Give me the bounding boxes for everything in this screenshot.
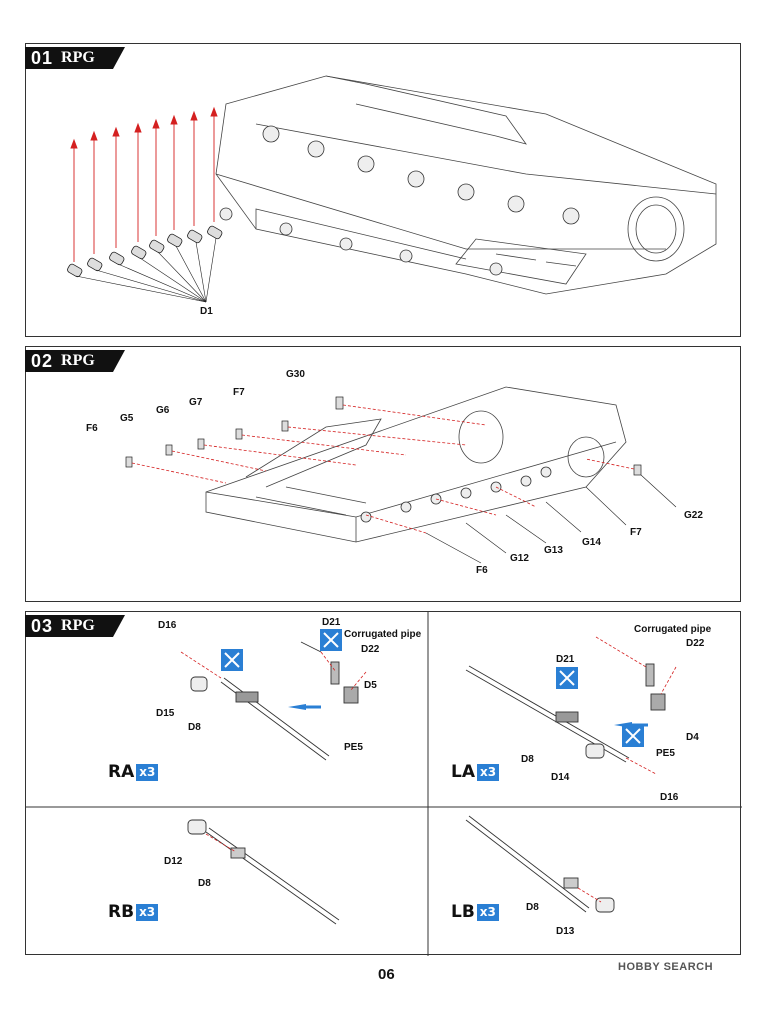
label-f7-top: F7 [233, 387, 245, 398]
label-g14: G14 [582, 537, 601, 548]
step-03-dividers [26, 612, 742, 956]
brand-logo: RPG [61, 617, 95, 634]
la-label-pe5: PE5 [656, 748, 675, 759]
step-03-header: 03 RPG [25, 615, 125, 637]
la-label-pipe: Corrugated pipe [634, 624, 712, 635]
ra-label-pe5: PE5 [344, 742, 363, 753]
rb-label-d8: D8 [198, 878, 211, 889]
ra-label-d15: D15 [156, 708, 175, 719]
rb-title: RB x3 [108, 902, 159, 922]
suspension-arms [219, 125, 580, 276]
la-label-d8: D8 [521, 754, 534, 765]
label-g12: G12 [510, 553, 529, 564]
lb-label-d8: D8 [526, 902, 539, 913]
label-g5: G5 [120, 413, 134, 424]
label-f6-top: F6 [86, 423, 98, 434]
blue-cross-icon [221, 649, 243, 671]
step-02-header: 02 RPG [25, 350, 125, 372]
la-title: LA x3 [451, 762, 500, 782]
ra-label-d16: D16 [158, 620, 177, 631]
brand-logo: RPG [61, 352, 95, 369]
ra-label-pipe: Corrugated pipe [344, 629, 422, 640]
label-d1: D1 [200, 306, 213, 317]
step-01-panel: D1 [25, 43, 741, 337]
lb-title: LB x3 [451, 902, 499, 922]
step-01-header: 01 RPG [25, 47, 125, 69]
blue-cross-icon [556, 667, 578, 689]
label-g22: G22 [684, 510, 703, 521]
brand-logo: RPG [61, 49, 95, 66]
rb-drawing [187, 819, 340, 925]
ra-drawing [190, 641, 359, 761]
step-number: 02 [31, 350, 54, 371]
rb-label-d12: D12 [164, 856, 183, 867]
step-02-hull-drawing [125, 386, 677, 564]
la-title-text: LA [451, 762, 475, 782]
step-02-panel: G30 F7 G7 G6 G5 F6 G22 F7 G14 G13 G12 F6 [25, 346, 741, 602]
ra-label-d8: D8 [188, 722, 201, 733]
label-g7: G7 [189, 397, 203, 408]
blue-cross-icon [320, 629, 342, 651]
la-label-d16: D16 [660, 792, 679, 803]
la-label-d14: D14 [551, 772, 570, 783]
label-g6: G6 [156, 405, 170, 416]
ra-label-d22: D22 [361, 644, 380, 655]
ra-label-d5: D5 [364, 680, 377, 691]
label-f6-bottom: F6 [476, 565, 488, 576]
ra-label-d21: D21 [322, 617, 341, 628]
ra-multiplier: x3 [136, 763, 159, 781]
la-label-d21: D21 [556, 654, 575, 665]
lb-multiplier: x3 [476, 903, 499, 921]
step-01-hull-drawing [67, 75, 717, 303]
rb-multiplier: x3 [136, 903, 159, 921]
label-f7-bottom: F7 [630, 527, 642, 538]
step-number: 01 [31, 47, 54, 68]
lb-label-d13: D13 [556, 926, 575, 937]
g-f-parts [125, 396, 642, 476]
rb-title-text: RB [108, 902, 135, 922]
label-g30: G30 [286, 369, 305, 380]
label-g13: G13 [544, 545, 563, 556]
la-drawing [465, 663, 666, 763]
blue-cross-icon [622, 725, 644, 747]
ra-title-text: RA [108, 762, 135, 782]
la-multiplier: x3 [477, 763, 500, 781]
step-number: 03 [31, 615, 54, 636]
la-label-d22: D22 [686, 638, 705, 649]
d1-parts [67, 225, 223, 278]
lb-drawing [465, 815, 615, 913]
ra-title: RA x3 [108, 762, 159, 782]
step-03-panel: D16 D21 Corrugated pipe D22 D5 PE5 D15 D… [25, 611, 742, 956]
watermark: HOBBY SEARCH [618, 961, 714, 973]
page-number: 06 [378, 966, 395, 983]
la-label-d4: D4 [686, 732, 699, 743]
lb-title-text: LB [451, 902, 475, 922]
